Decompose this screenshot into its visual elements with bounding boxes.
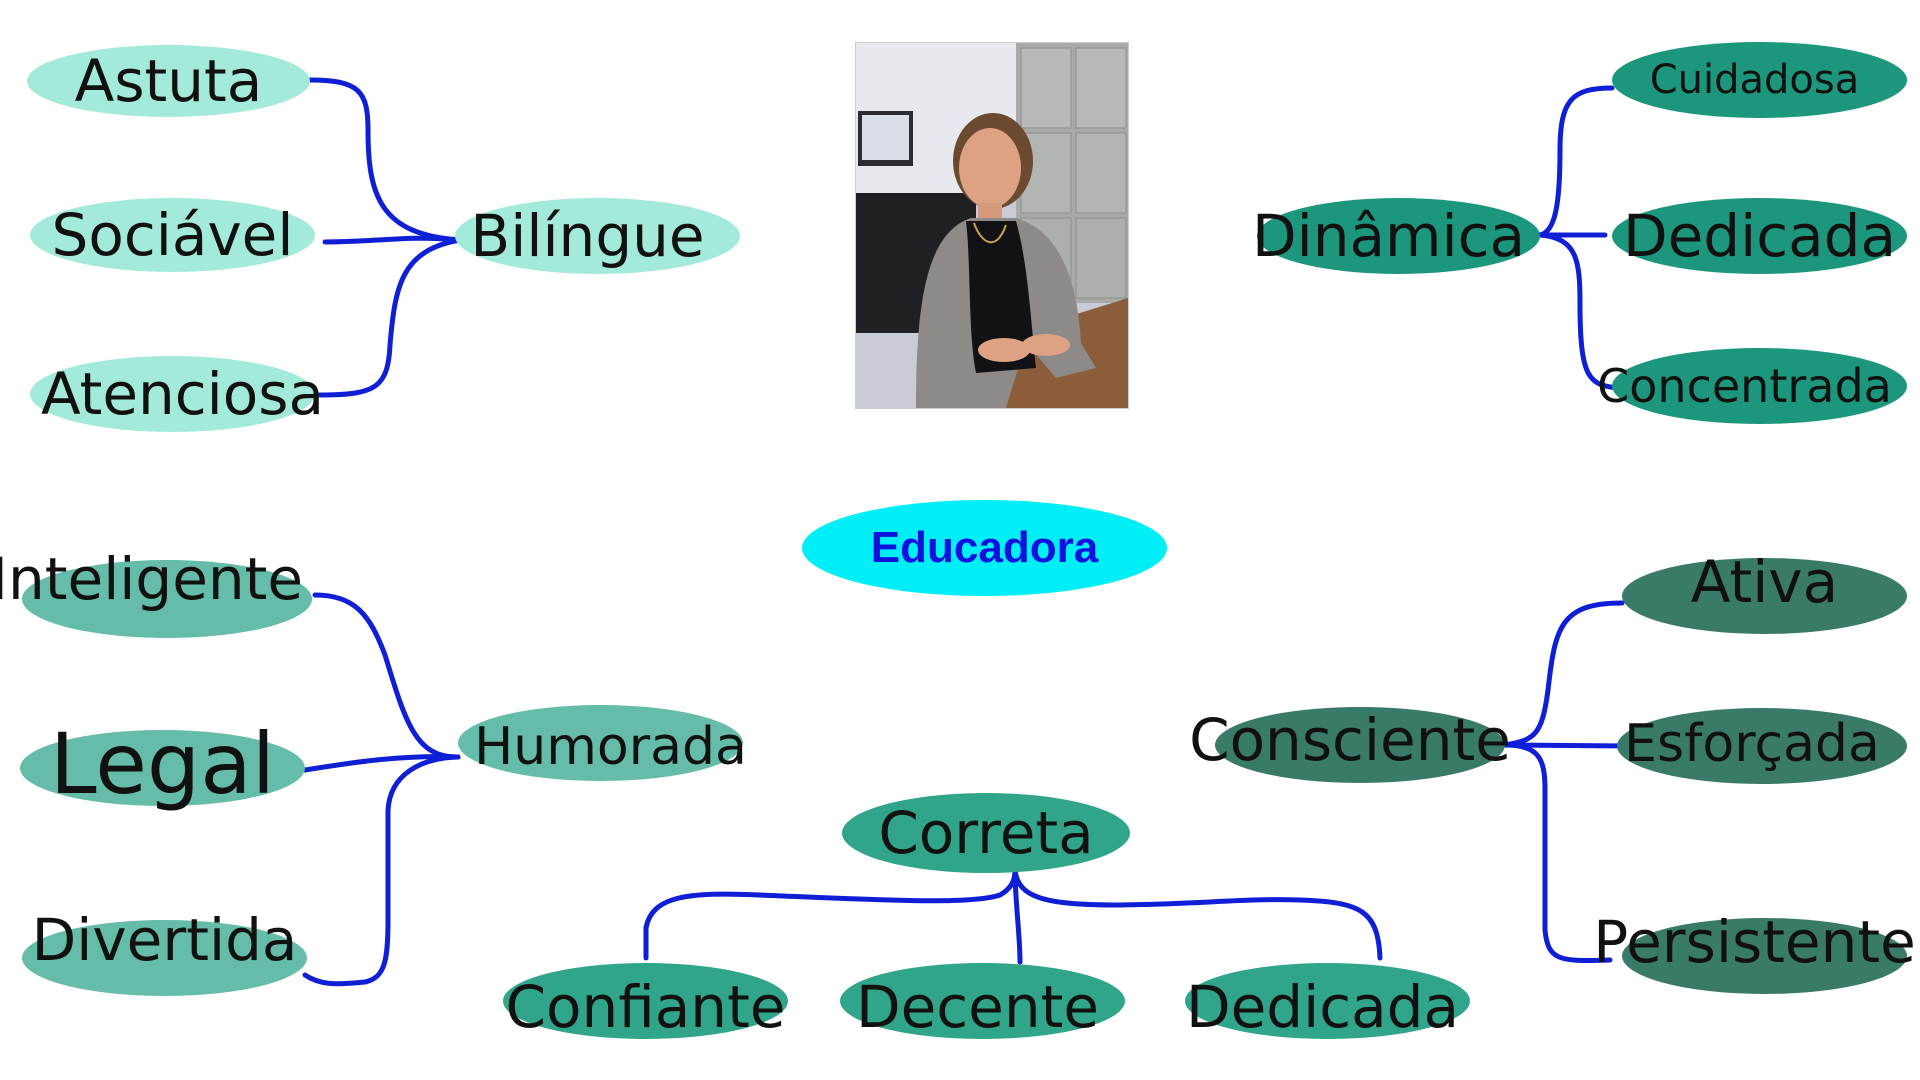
node-astuta: Astuta [27,45,310,117]
link-sociavel-bilingue [322,235,463,245]
node-dedicada-bottom: Dedicada [1185,963,1470,1041]
node-label: Sociável [51,201,294,269]
node-label: Confiante [505,973,786,1041]
node-atenciosa: Atenciosa [30,356,324,432]
node-label: Ativa [1690,548,1839,616]
node-label: Bilíngue [470,202,705,270]
node-label: Esforçada [1624,714,1880,774]
node-confiante: Confiante [503,963,788,1041]
node-sociavel: Sociável [30,198,315,272]
node-ativa: Ativa [1622,548,1907,634]
node-dinamica-hub: Dinâmica [1252,198,1540,274]
link-divertida-humorada [302,754,461,987]
node-label: Humorada [474,717,747,777]
portrait-photo-icon [856,43,1128,408]
node-label: Cuidadosa [1649,57,1860,103]
node-label: Consciente [1189,706,1511,774]
link-inteligente-humorada [312,592,461,760]
node-label: Dedicada [1185,973,1460,1041]
node-label: Decente [855,973,1100,1041]
link-correta-confiante [643,867,1018,961]
node-concentrada: Concentrada [1597,348,1907,424]
center-label: Educadora [870,523,1099,572]
node-label: Divertida [31,906,298,974]
link-consciente-persistente [1502,742,1613,964]
node-label: Astuta [74,47,263,115]
node-bilingue-hub: Bilíngue [455,198,740,274]
node-dedicada-right: Dedicada [1612,198,1907,274]
link-dinamica-cuidadosa [1537,85,1615,238]
node-label: Persistente [1593,908,1916,976]
node-label: Legal [49,715,276,813]
node-label: Dedicada [1622,202,1897,270]
portrait-photo [855,42,1129,409]
link-correta-dedicada [1012,867,1383,961]
node-label: Correta [878,799,1094,867]
link-dinamica-concentrada [1537,232,1621,391]
node-label: Concentrada [1597,359,1892,413]
center-node-educadora: Educadora [802,500,1167,596]
node-label: Inteligente [0,545,304,613]
node-legal: Legal [20,715,305,813]
node-divertida: Divertida [22,906,307,996]
link-consciente-ativa [1502,600,1625,748]
node-persistente: Persistente [1593,908,1916,994]
node-correta-hub: Correta [842,793,1130,873]
node-cuidadosa: Cuidadosa [1612,42,1907,118]
node-consciente-hub: Consciente [1189,706,1511,783]
node-inteligente: Inteligente [0,545,312,638]
link-atenciosa-bilingue [317,237,463,398]
node-esforcada: Esforçada [1617,708,1907,784]
link-astuta-bilingue [307,77,463,243]
node-decente: Decente [840,963,1125,1041]
node-label: Dinâmica [1251,202,1526,270]
node-label: Atenciosa [40,360,325,428]
node-humorada-hub: Humorada [458,705,747,781]
